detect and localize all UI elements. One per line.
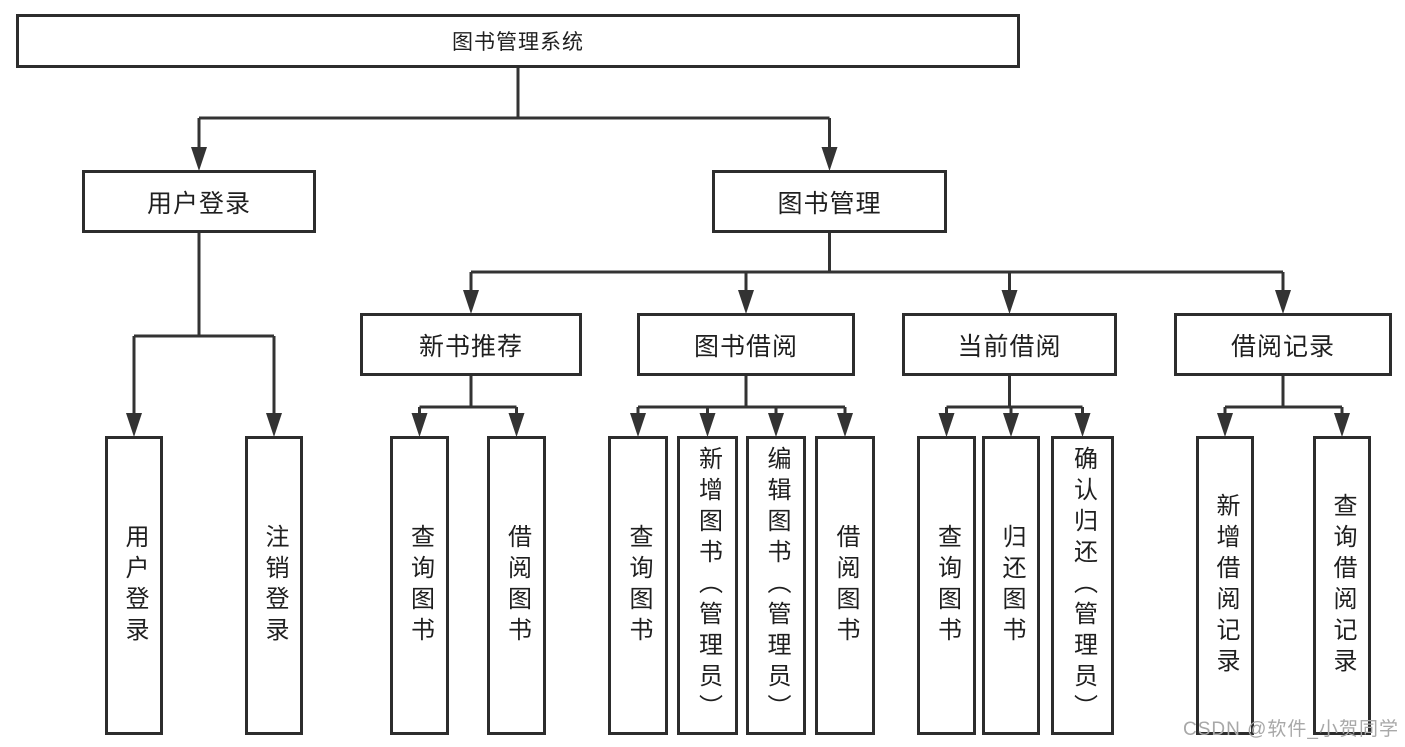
node-label: 新增图书（管理员） [694,446,722,725]
edge-user-login [126,231,282,437]
edge-current-borrow [938,374,1091,437]
node-leaf-bb-query: 查询图书 [608,436,668,735]
node-label: 用户登录 [146,189,251,218]
node-label: 借阅图书 [503,523,531,648]
node-label: 查询图书 [933,523,961,648]
node-leaf-user-login: 用户登录 [105,436,163,735]
node-leaf-cb-query: 查询图书 [917,436,976,735]
node-label: 图书管理系统 [452,31,584,54]
node-leaf-br-query: 查询借阅记录 [1313,436,1371,735]
node-label: 借阅图书 [832,523,859,648]
node-borrow-records: 借阅记录 [1174,313,1392,376]
node-label: 用户登录 [121,523,148,648]
node-label: 编辑图书（管理员） [763,446,790,725]
node-leaf-bb-edit: 编辑图书（管理员） [746,436,806,735]
node-label: 查询借阅记录 [1329,492,1356,679]
edge-root [191,66,838,171]
node-label: 新书推荐 [418,332,523,361]
node-root: 图书管理系统 [16,14,1020,68]
node-label: 注销登录 [261,523,288,648]
node-leaf-cb-confirm: 确认归还（管理员） [1051,436,1114,735]
node-book-borrow: 图书借阅 [637,313,855,376]
edge-borrow-records [1217,374,1350,437]
node-book-mgmt: 图书管理 [712,170,947,233]
node-user-login: 用户登录 [82,170,316,233]
node-label: 借阅记录 [1230,332,1335,361]
node-leaf-bb-add: 新增图书（管理员） [677,436,738,735]
node-leaf-br-add: 新增借阅记录 [1196,436,1254,735]
node-label: 查询图书 [625,523,652,648]
node-current-borrow: 当前借阅 [902,313,1117,376]
node-new-book-rec: 新书推荐 [360,313,582,376]
node-label: 图书借阅 [693,332,798,361]
node-leaf-nb-borrow: 借阅图书 [487,436,546,735]
node-leaf-nb-query: 查询图书 [390,436,449,735]
node-leaf-bb-borrow: 借阅图书 [815,436,875,735]
node-leaf-cb-return: 归还图书 [982,436,1040,735]
node-label: 归还图书 [998,523,1025,648]
node-label: 确认归还（管理员） [1069,446,1097,725]
watermark: CSDN @软件_小贺同学 [1183,719,1399,740]
edge-book-borrow [630,374,853,437]
node-label: 新增借阅记录 [1212,492,1239,679]
edge-book-mgmt [463,231,1291,314]
node-label: 当前借阅 [957,332,1062,361]
node-label: 查询图书 [406,523,434,648]
node-leaf-logout: 注销登录 [245,436,303,735]
edge-new-book-rec [411,374,525,437]
node-label: 图书管理 [777,189,882,218]
